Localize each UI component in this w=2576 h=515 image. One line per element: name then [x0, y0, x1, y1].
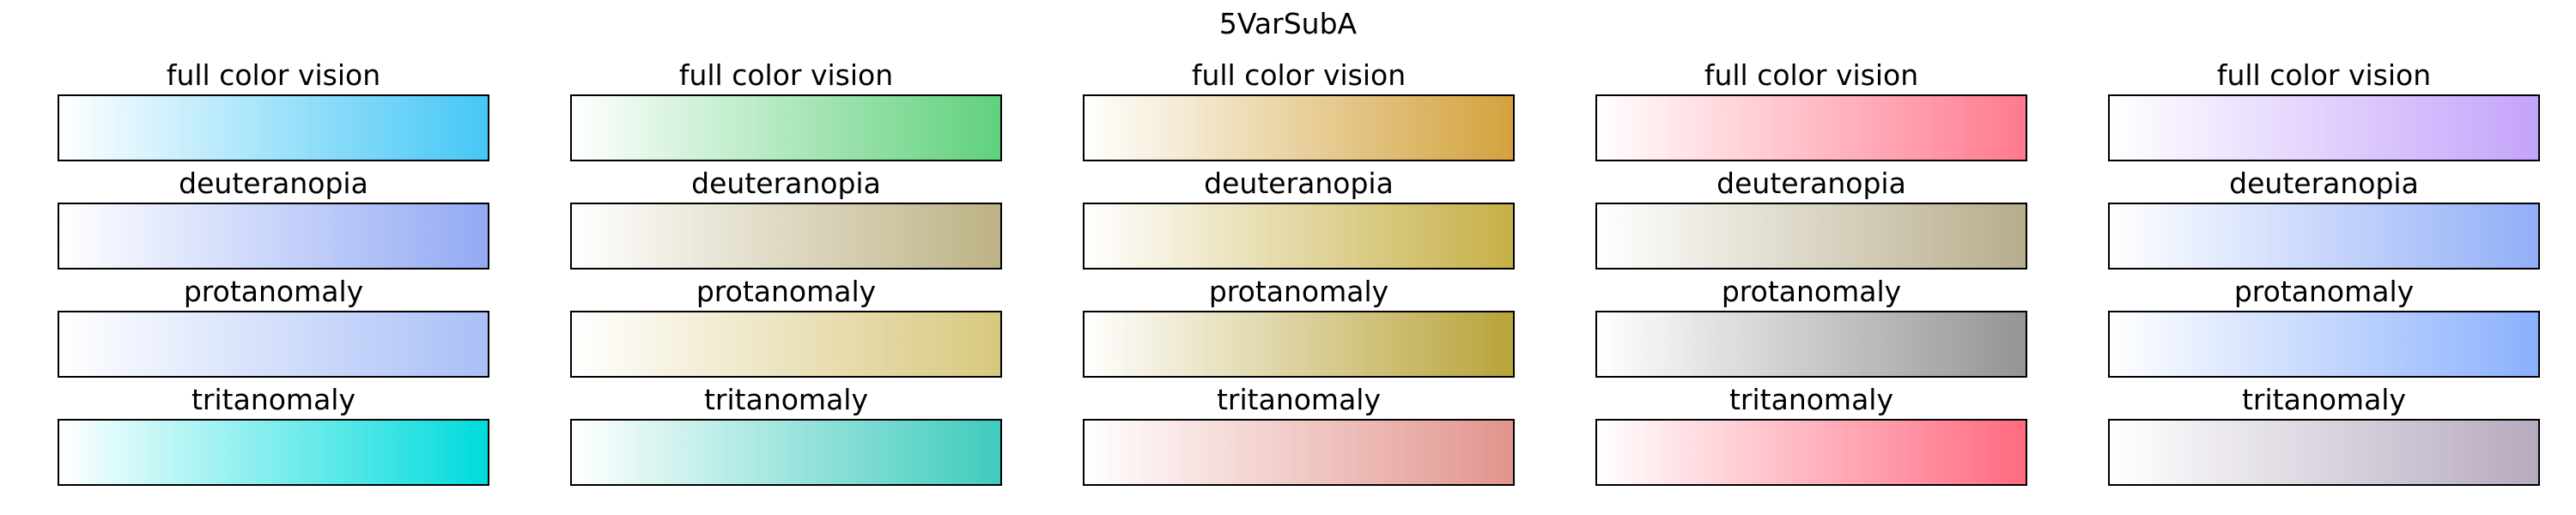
gradient-swatch [2108, 203, 2540, 270]
colormap-cell: tritanomaly [1595, 381, 2027, 489]
vision-type-label: full color vision [1191, 58, 1406, 92]
vision-type-label: deuteranopia [1716, 167, 1906, 200]
gradient-swatch [570, 94, 1002, 161]
vision-type-label: tritanomaly [191, 383, 355, 416]
gradient-swatch [1595, 94, 2027, 161]
vision-type-label: protanomaly [1208, 275, 1389, 308]
gradient-swatch [1083, 94, 1515, 161]
colormap-cell: protanomaly [2108, 273, 2540, 381]
colormap-cell: protanomaly [58, 273, 489, 381]
gradient-swatch [58, 419, 489, 486]
vision-type-label: full color vision [678, 58, 894, 92]
vision-type-label: protanomaly [1721, 275, 1902, 308]
colormap-cell: full color vision [570, 57, 1002, 165]
colormap-cell: deuteranopia [1595, 165, 2027, 273]
gradient-swatch [1595, 203, 2027, 270]
colormap-grid: full color vision deuteranopia protanomaly… [58, 57, 2542, 489]
gradient-swatch [2108, 94, 2540, 161]
vision-type-label: full color vision [166, 58, 381, 92]
colormap-cell: tritanomaly [1083, 381, 1515, 489]
colormap-cell: tritanomaly [58, 381, 489, 489]
gradient-swatch [1083, 203, 1515, 270]
vision-type-label: tritanomaly [703, 383, 868, 416]
gradient-swatch [2108, 311, 2540, 378]
gradient-swatch [58, 203, 489, 270]
gradient-swatch [570, 419, 1002, 486]
vision-type-label: deuteranopia [1204, 167, 1394, 200]
gradient-swatch [2108, 419, 2540, 486]
colormap-cell: full color vision [1595, 57, 2027, 165]
colormap-cell: protanomaly [1083, 273, 1515, 381]
gradient-swatch [1083, 311, 1515, 378]
vision-type-label: tritanomaly [1216, 383, 1381, 416]
gradient-swatch [1083, 419, 1515, 486]
colormap-cell: protanomaly [570, 273, 1002, 381]
vision-type-label: deuteranopia [2229, 167, 2419, 200]
vision-type-label: full color vision [1704, 58, 1919, 92]
colormap-cell: full color vision [58, 57, 489, 165]
colormap-cell: full color vision [2108, 57, 2540, 165]
gradient-swatch [58, 94, 489, 161]
vision-type-label: protanomaly [2233, 275, 2415, 308]
colormap-cell: deuteranopia [1083, 165, 1515, 273]
colormap-cell: full color vision [1083, 57, 1515, 165]
panel-2: full color vision deuteranopia protanomaly… [570, 57, 1002, 489]
colormap-cell: deuteranopia [570, 165, 1002, 273]
vision-type-label: deuteranopia [691, 167, 881, 200]
colormap-cell: tritanomaly [570, 381, 1002, 489]
vision-type-label: tritanomaly [1728, 383, 1893, 416]
colormap-cell: deuteranopia [58, 165, 489, 273]
panel-3: full color vision deuteranopia protanomaly… [1083, 57, 1515, 489]
figure-title: 5VarSubA [1218, 7, 1358, 40]
panel-4: full color vision deuteranopia protanomaly… [1595, 57, 2027, 489]
gradient-swatch [570, 311, 1002, 378]
panel-5: full color vision deuteranopia protanomaly… [2108, 57, 2540, 489]
gradient-swatch [570, 203, 1002, 270]
vision-type-label: protanomaly [183, 275, 364, 308]
colormap-cell: protanomaly [1595, 273, 2027, 381]
vision-type-label: deuteranopia [179, 167, 368, 200]
gradient-swatch [58, 311, 489, 378]
gradient-swatch [1595, 311, 2027, 378]
colormap-cell: tritanomaly [2108, 381, 2540, 489]
colormap-cell: deuteranopia [2108, 165, 2540, 273]
vision-type-label: tritanomaly [2241, 383, 2406, 416]
vision-type-label: full color vision [2216, 58, 2432, 92]
panel-1: full color vision deuteranopia protanomaly… [58, 57, 489, 489]
vision-type-label: protanomaly [696, 275, 877, 308]
gradient-swatch [1595, 419, 2027, 486]
